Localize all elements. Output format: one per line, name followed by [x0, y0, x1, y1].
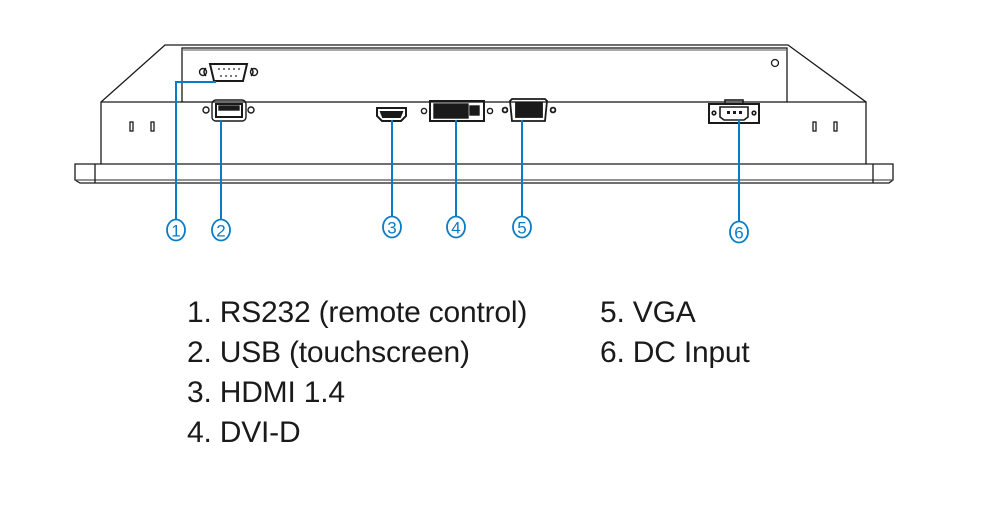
callout-circle — [446, 215, 466, 239]
legend-item-hdmi: 3. HDMI 1.4 — [187, 376, 345, 409]
vent-slot-icon — [833, 121, 838, 132]
vent-slot-icon — [812, 121, 817, 132]
enclosure-outline — [100, 44, 867, 164]
legend-item-vga: 5. VGA — [600, 296, 696, 329]
callout-rs232: 1 — [166, 218, 186, 242]
callout-number: 1 — [171, 222, 180, 241]
callout-circle — [512, 215, 532, 239]
callout-number: 3 — [387, 219, 396, 238]
callout-number: 4 — [451, 219, 460, 238]
vent-slot-icon — [150, 121, 155, 132]
callout-circle — [382, 215, 402, 239]
io-plate — [181, 47, 788, 103]
usb-port-icon — [202, 99, 255, 122]
callout-number: 2 — [216, 222, 225, 241]
callout-circle — [729, 220, 749, 244]
callout-number: 6 — [734, 224, 743, 243]
callout-hdmi: 3 — [382, 215, 402, 239]
callout-leader-1 — [175, 81, 216, 219]
callout-circle — [211, 218, 231, 242]
callout-circle — [166, 218, 186, 242]
dc-input-port-icon — [708, 99, 760, 124]
screw-hole-icon — [770, 58, 780, 68]
callout-number: 5 — [517, 219, 526, 238]
hdmi-port-icon — [376, 107, 407, 122]
callout-dc-input: 6 — [729, 220, 749, 244]
legend-right-column: 5. VGA 6. DC Input — [600, 293, 750, 373]
legend-item-dc-input: 6. DC Input — [600, 336, 750, 369]
legend-item-rs232: 1. RS232 (remote control) — [187, 296, 528, 329]
dvi-port-icon — [420, 100, 494, 122]
legend-item-dvi: 4. DVI-D — [187, 416, 301, 449]
legend-item-usb: 2. USB (touchscreen) — [187, 336, 470, 369]
callout-dvi: 4 — [446, 215, 466, 239]
rear-panel-diagram: 1 2 3 4 5 6 — [74, 44, 894, 244]
rs232-port-icon — [198, 63, 259, 82]
legend-left-column: 1. RS232 (remote control) 2. USB (touchs… — [187, 293, 527, 453]
vga-port-icon — [501, 98, 557, 122]
callout-usb: 2 — [211, 218, 231, 242]
callout-vga: 5 — [512, 215, 532, 239]
vent-slot-icon — [129, 121, 134, 132]
